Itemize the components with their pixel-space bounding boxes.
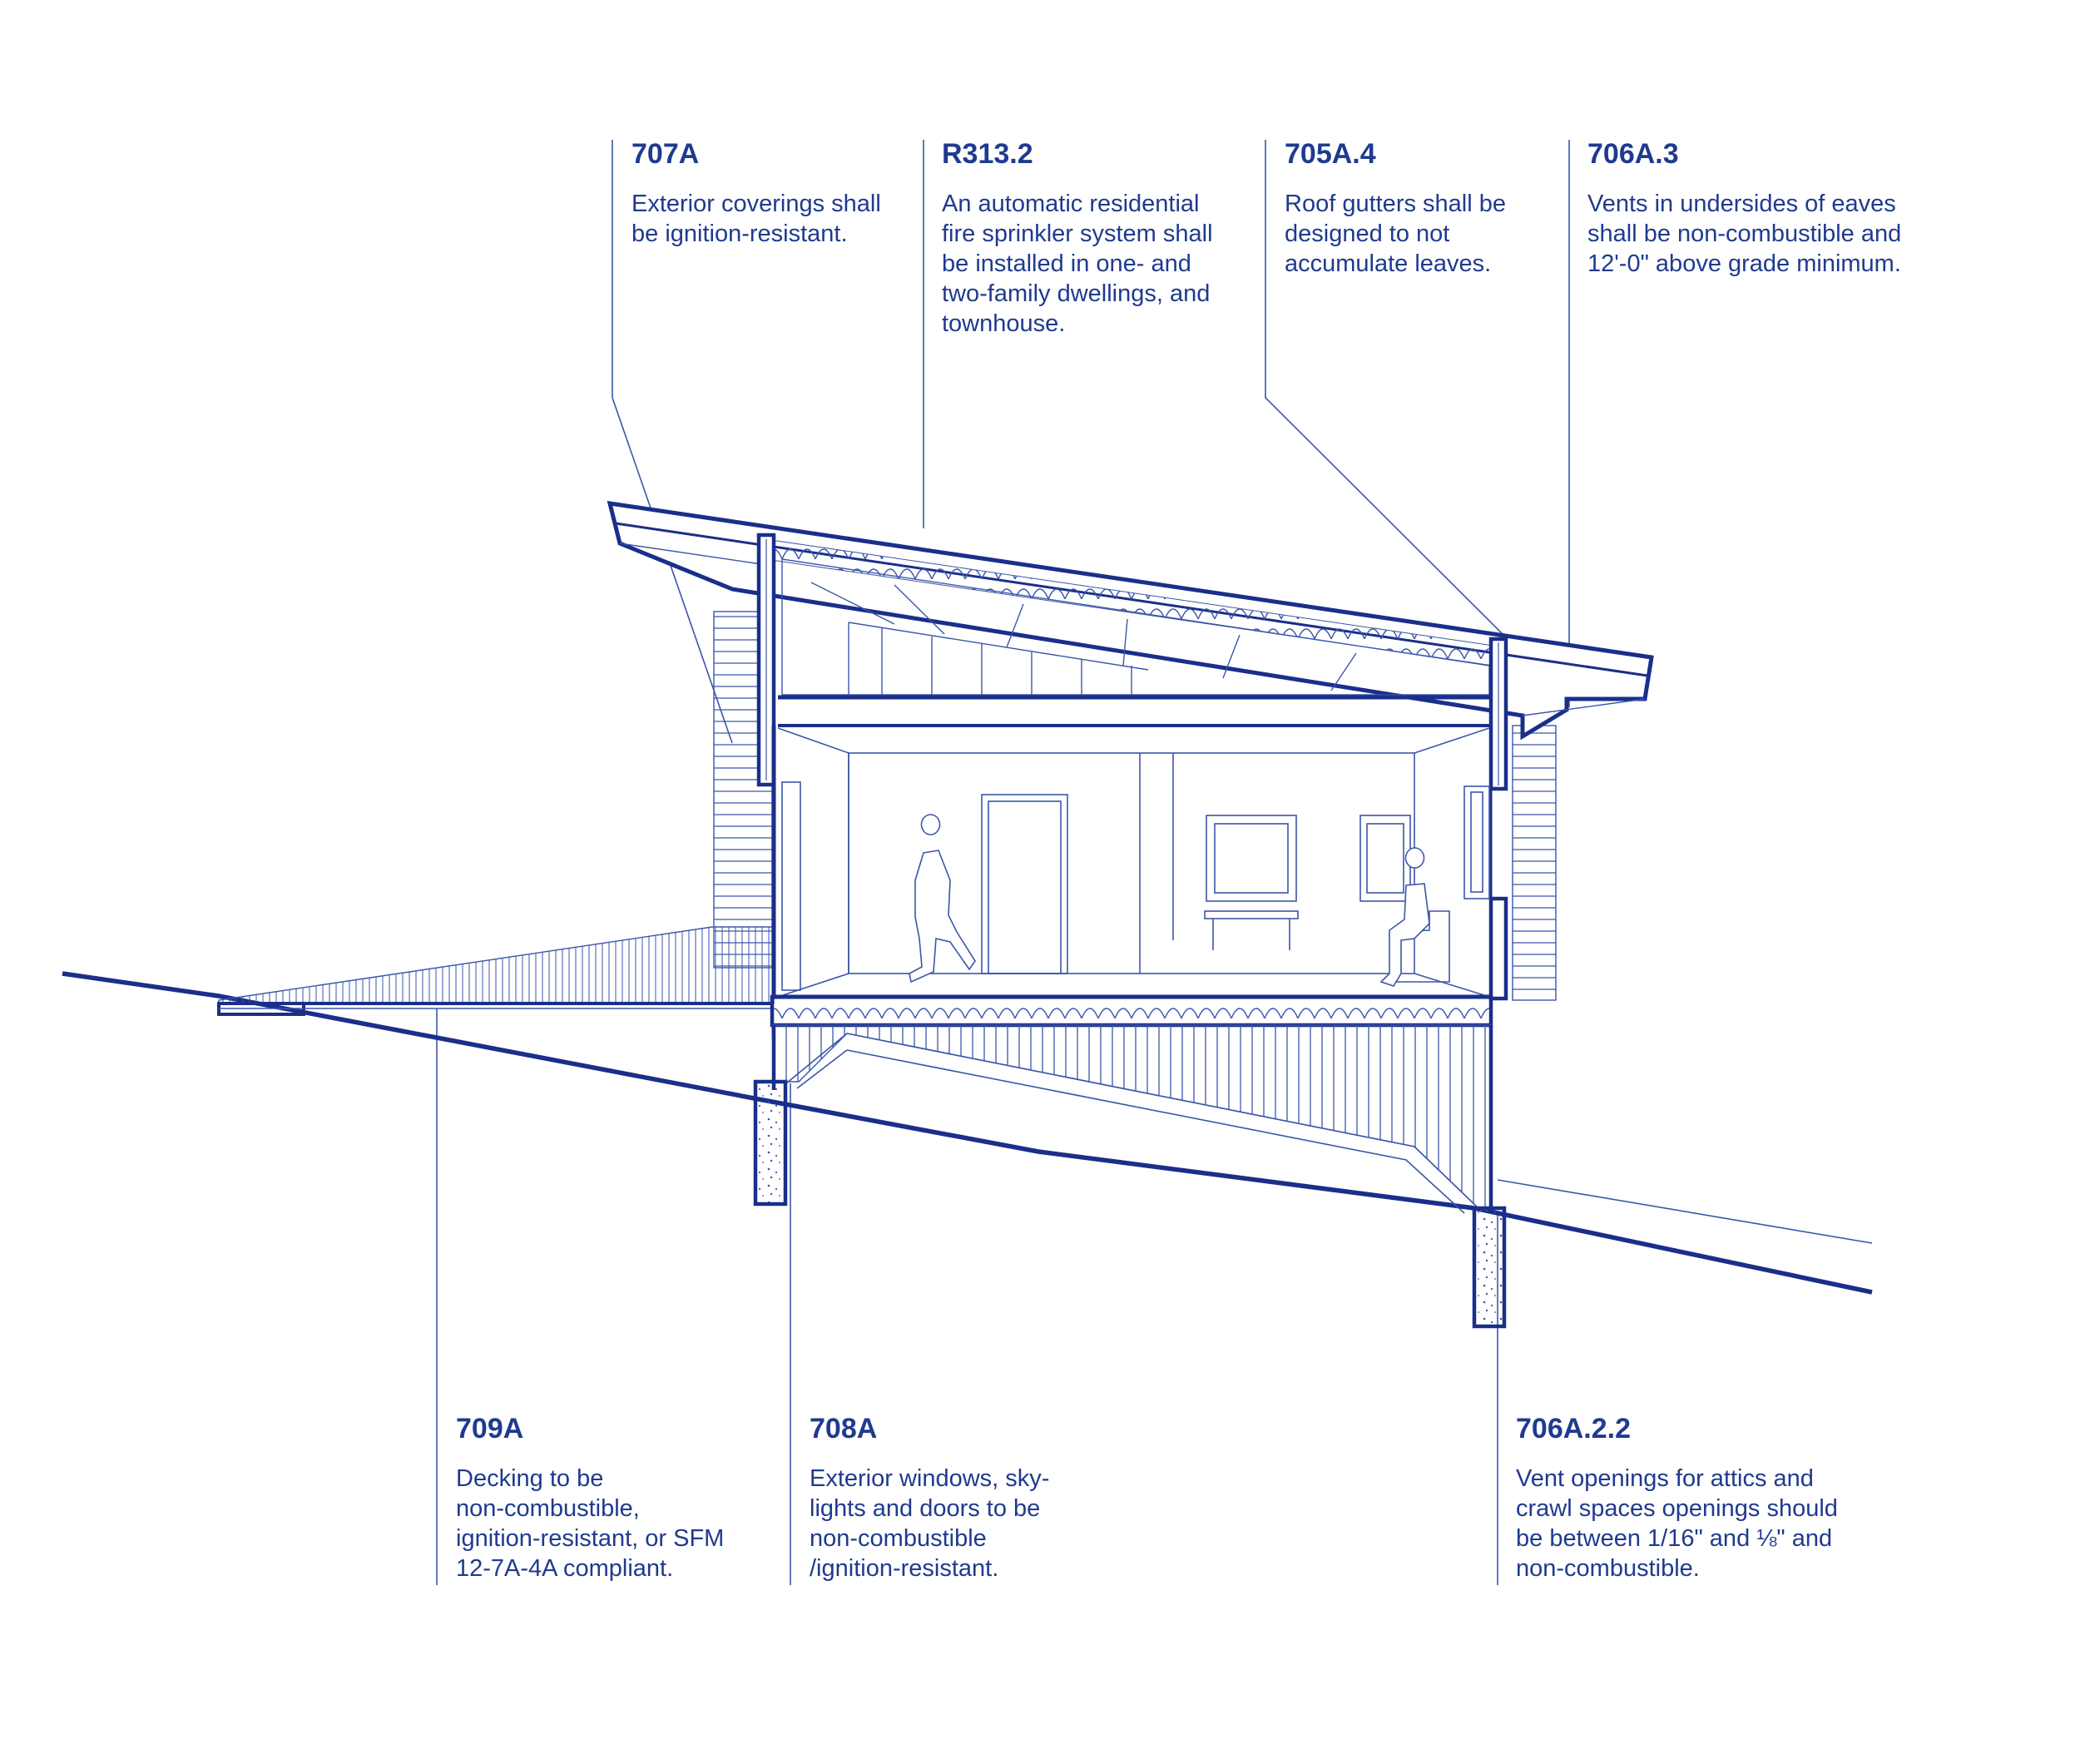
seated-person-body — [1379, 883, 1430, 987]
callout-706a-3: 706A.3 Vents in undersides of eaves shal… — [1587, 137, 1937, 279]
callout-706a-2-2: 706A.2.2 Vent openings for attics and cr… — [1516, 1412, 1865, 1583]
code-r313-2: R313.2 — [942, 138, 1033, 170]
code-706a-3: 706A.3 — [1587, 138, 1679, 170]
people — [909, 814, 1430, 987]
ground-line — [62, 971, 1873, 1295]
interior-room — [777, 727, 1490, 998]
code-706a-2-2: 706A.2.2 — [1516, 1413, 1631, 1444]
text-r313-2: An automatic residential fire sprinkler … — [942, 191, 1213, 337]
callout-r313-2: R313.2 An automatic residential fire spr… — [942, 137, 1241, 339]
text-709a: Decking to be non-combustible, ignition-… — [456, 1465, 725, 1582]
code-708a: 708A — [810, 1413, 878, 1444]
floor — [770, 994, 1493, 1028]
text-705a-4: Roof gutters shall be designed to not ac… — [1285, 191, 1506, 277]
deck — [217, 926, 775, 1016]
leader-lines — [436, 140, 1570, 1585]
text-707a: Exterior coverings shall be ignition-res… — [631, 191, 881, 247]
leader-707a — [612, 140, 733, 744]
walking-person-body — [909, 850, 976, 984]
text-708a: Exterior windows, sky- lights and doors … — [810, 1465, 1050, 1582]
callout-705a-4: 705A.4 Roof gutters shall be designed to… — [1285, 137, 1551, 279]
footings — [753, 1079, 1507, 1329]
walking-person-head — [920, 814, 941, 835]
text-706a-2-2: Vent openings for attics and crawl space… — [1516, 1465, 1838, 1582]
callout-707a: 707A Exterior coverings shall be ignitio… — [631, 137, 906, 249]
walls — [756, 533, 1508, 1001]
seated-person-head — [1404, 847, 1425, 869]
code-709a: 709A — [456, 1413, 524, 1444]
text-706a-3: Vents in undersides of eaves shall be no… — [1587, 191, 1902, 277]
grade-line-thin — [1497, 1179, 1873, 1244]
callout-708a: 708A Exterior windows, sky- lights and d… — [810, 1412, 1109, 1583]
code-707a: 707A — [631, 138, 700, 170]
crawl-space — [771, 1024, 1493, 1214]
code-705a-4: 705A.4 — [1285, 138, 1376, 170]
right-siding — [1512, 725, 1557, 1001]
roof — [607, 500, 1654, 741]
leader-705a4 — [1265, 140, 1507, 638]
callout-709a: 709A Decking to be non-combustible, igni… — [456, 1412, 772, 1583]
